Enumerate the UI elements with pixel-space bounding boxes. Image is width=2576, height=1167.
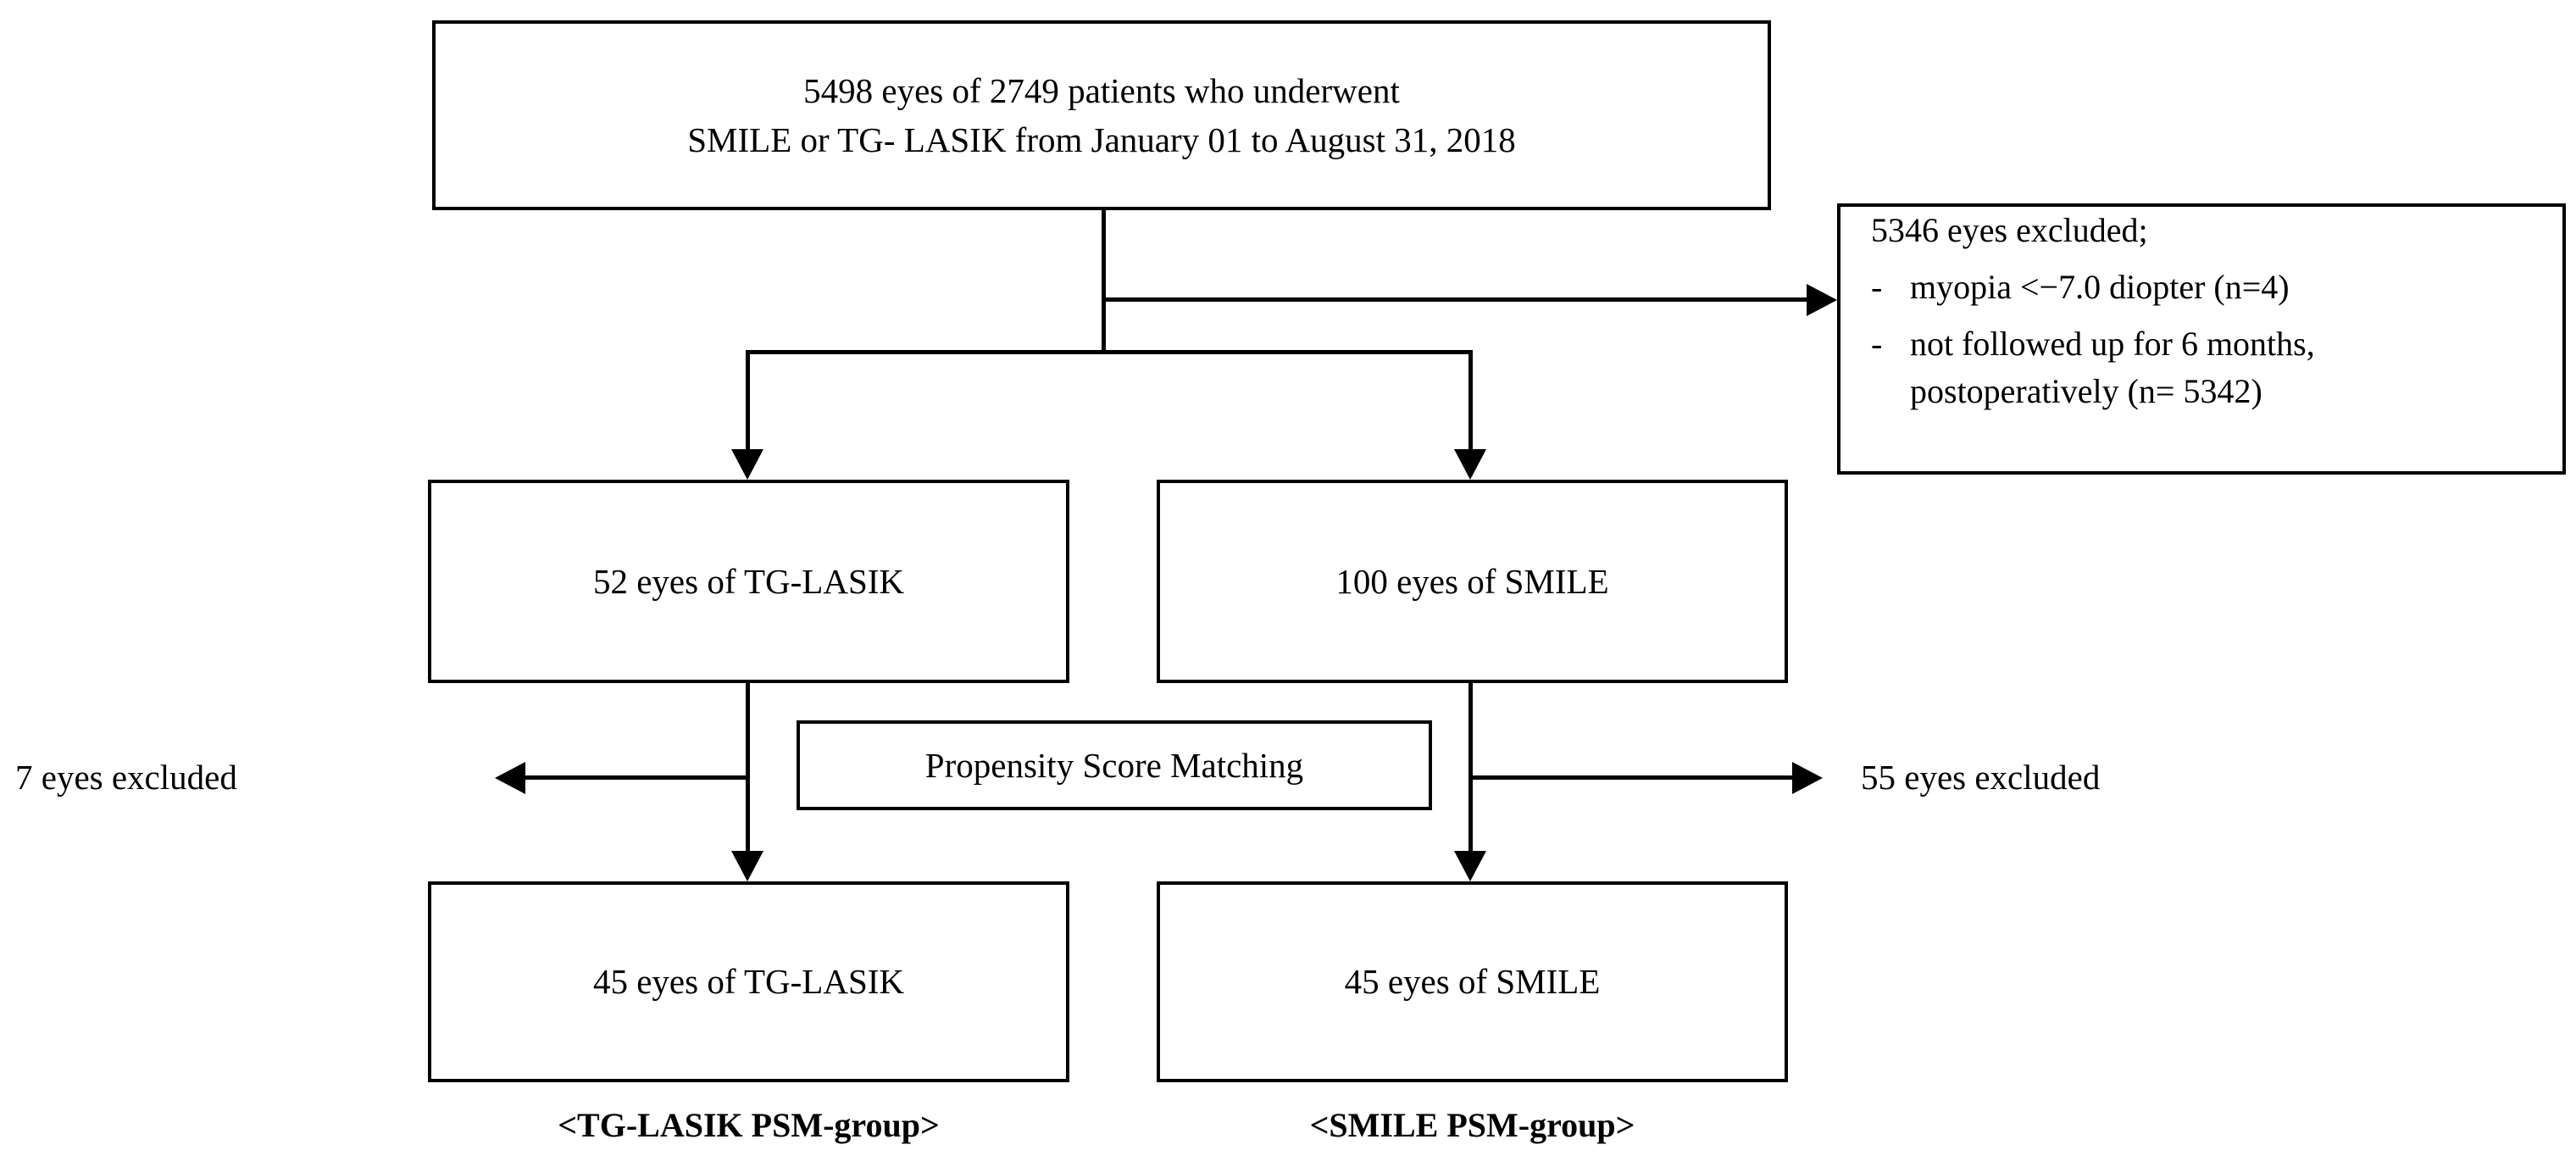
node-total-enrollment-line1: 5498 eyes of 2749 patients who underwent	[803, 70, 1400, 110]
node-total-enrollment-line2: SMILE or TG- LASIK from January 01 to Au…	[687, 120, 1516, 159]
excluded-criteria-item-1-text: myopia <−7.0 diopter (n=4)	[1910, 267, 2290, 306]
node-tg-lasik-pre-match-label: 52 eyes of TG-LASIK	[592, 561, 905, 601]
connector-tg-lasik-column	[746, 683, 750, 853]
connector-to-excluded	[1102, 297, 1813, 302]
bullet-dash-icon: -	[1871, 324, 1883, 363]
arrowhead-right-icon	[1792, 762, 1823, 794]
node-propensity-score-matching-label: Propensity Score Matching	[924, 745, 1304, 785]
connector-right-exclusion-shaft	[1468, 775, 1792, 780]
connector-drop-to-smile	[1468, 350, 1473, 450]
node-total-enrollment: 5498 eyes of 2749 patients who underwent…	[432, 20, 1771, 210]
excluded-criteria-item-2-line2: postoperatively (n= 5342)	[1910, 372, 2262, 411]
node-propensity-score-matching: Propensity Score Matching	[797, 720, 1432, 810]
excluded-criteria-heading: 5346 eyes excluded;	[1871, 211, 2148, 249]
label-right-excluded-count: 55 eyes excluded	[1861, 758, 2101, 797]
connector-drop-to-tg-lasik	[746, 350, 750, 450]
excluded-criteria-item-1: - myopia <−7.0 diopter (n=4)	[1871, 264, 2547, 312]
label-tg-lasik-psm-group: <TG-LASIK PSM-group>	[558, 1106, 940, 1144]
node-tg-lasik-post-match: 45 eyes of TG-LASIK	[428, 881, 1069, 1082]
node-excluded-criteria: 5346 eyes excluded; - myopia <−7.0 diopt…	[1837, 203, 2566, 475]
connector-split-bar	[746, 350, 1473, 354]
arrowhead-right-icon	[1807, 284, 1837, 316]
excluded-criteria-item-2: - not followed up for 6 months, postoper…	[1871, 320, 2547, 417]
arrowhead-down-icon	[731, 851, 763, 881]
arrowhead-down-icon	[1454, 851, 1486, 881]
arrowhead-down-icon	[1454, 449, 1486, 480]
connector-smile-column	[1468, 683, 1473, 853]
node-tg-lasik-pre-match: 52 eyes of TG-LASIK	[428, 480, 1069, 683]
connector-main-stem	[1102, 210, 1106, 354]
excluded-criteria-item-2-line1: not followed up for 6 months,	[1910, 324, 2315, 363]
label-left-excluded-count: 7 eyes excluded	[15, 758, 237, 797]
node-smile-post-match: 45 eyes of SMILE	[1157, 881, 1788, 1082]
node-smile-pre-match: 100 eyes of SMILE	[1157, 480, 1788, 683]
node-smile-post-match-label: 45 eyes of SMILE	[1344, 962, 1601, 1002]
excluded-criteria-content: 5346 eyes excluded; - myopia <−7.0 diopt…	[1871, 207, 2547, 416]
arrowhead-left-icon	[495, 762, 525, 794]
label-smile-psm-group: <SMILE PSM-group>	[1309, 1106, 1635, 1144]
excluded-criteria-item-2-text: not followed up for 6 months, postoperat…	[1910, 320, 2547, 417]
node-tg-lasik-post-match-label: 45 eyes of TG-LASIK	[592, 962, 905, 1002]
node-smile-pre-match-label: 100 eyes of SMILE	[1335, 561, 1609, 601]
connector-left-exclusion-shaft	[525, 775, 747, 780]
arrowhead-down-icon	[731, 449, 763, 480]
bullet-dash-icon: -	[1871, 267, 1883, 306]
